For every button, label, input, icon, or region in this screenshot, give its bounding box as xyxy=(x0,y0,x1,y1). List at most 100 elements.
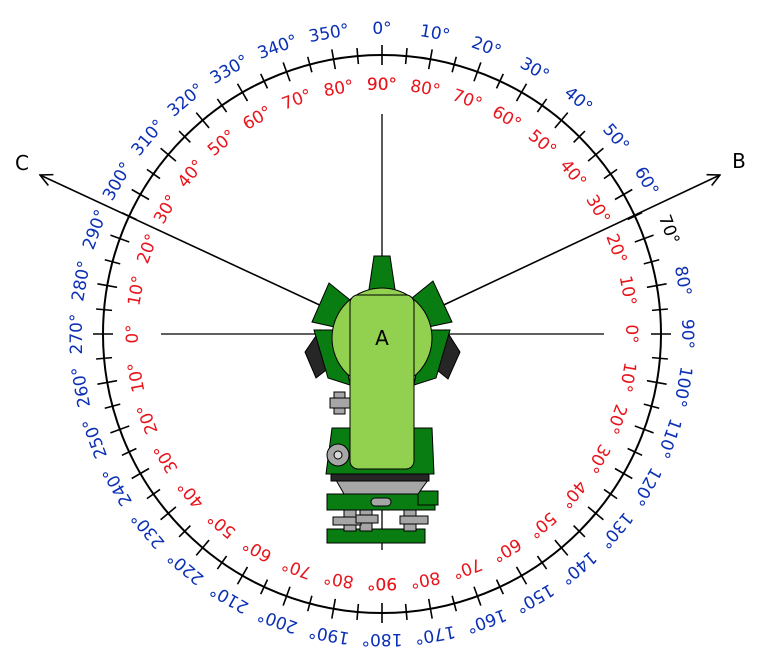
circle-tick xyxy=(121,447,137,457)
horizontal-angle-label: 200° xyxy=(255,604,300,637)
vertical-angle-label-left: 70° xyxy=(279,85,314,114)
vertical-angle-label-left: 40° xyxy=(174,476,209,512)
circle-tick xyxy=(536,98,548,113)
vertical-angle-label-right: 80° xyxy=(409,567,442,592)
horizontal-angle-label: 270° xyxy=(67,314,87,355)
vertical-angle-label-right: 30° xyxy=(581,191,613,227)
circle-tick xyxy=(587,506,604,521)
vertical-angle-label-right: 20° xyxy=(601,231,630,266)
horizontal-angle-label: 100° xyxy=(669,365,696,409)
circle-tick xyxy=(97,283,118,289)
circle-tick xyxy=(573,525,586,538)
horizontal-angle-label: 90° xyxy=(677,319,697,349)
horizontal-angle-label: 60° xyxy=(630,163,662,199)
circle-tick xyxy=(515,566,528,585)
vertical-angle-label-right: 70° xyxy=(450,553,485,582)
vertical-angle-label-right: 40° xyxy=(555,156,590,192)
vertical-angle-label-left: 30° xyxy=(150,440,182,476)
vertical-angle-label-left: 0° xyxy=(123,324,143,343)
circle-tick xyxy=(627,447,643,457)
theodolite-instrument xyxy=(304,255,461,544)
circle-tick xyxy=(236,83,249,102)
horizontal-angle-label: 130° xyxy=(595,508,637,552)
circle-tick xyxy=(306,56,313,73)
horizontal-angle-label: 50° xyxy=(598,120,633,156)
vertical-angle-label-right: 30° xyxy=(581,440,613,476)
circle-tick xyxy=(216,555,228,570)
circle-tick xyxy=(97,379,118,385)
vertical-clamp-bar xyxy=(329,397,353,409)
vertical-angle-label-left: 80° xyxy=(322,76,355,101)
horizontal-angle-label: 230° xyxy=(128,508,170,552)
circle-tick xyxy=(427,598,433,619)
horizontal-angle-label: 30° xyxy=(516,54,552,86)
vertical-angle-label-left: 60° xyxy=(239,533,275,565)
horizontal-angle-label: 310° xyxy=(128,116,170,160)
vertical-angle-label-left: 60° xyxy=(239,102,275,134)
horizontal-angle-label: 260° xyxy=(68,365,95,409)
circle-tick xyxy=(104,258,121,265)
vertical-angle-label-left: 10° xyxy=(124,274,149,307)
circle-ticks xyxy=(93,45,671,623)
vertical-angle-label-left: 10° xyxy=(124,361,149,394)
horizontal-angle-label: 170° xyxy=(413,621,457,648)
circle-tick xyxy=(236,566,249,585)
circle-tick xyxy=(404,48,408,65)
circle-tick xyxy=(603,488,618,500)
vertical-angle-label-left: 20° xyxy=(133,402,162,437)
circle-tick xyxy=(160,147,177,162)
circle-tick xyxy=(282,586,291,606)
vertical-angle-label-left: 70° xyxy=(279,553,314,582)
vertical-angle-label-right: 10° xyxy=(615,274,640,307)
tribrach-clamp xyxy=(417,490,439,506)
circle-tick xyxy=(356,48,360,65)
vertical-angle-label-left: 40° xyxy=(174,156,209,192)
circle-tick xyxy=(495,73,505,89)
horizontal-angle-label: 70° xyxy=(654,212,683,247)
circle-tick xyxy=(146,488,161,500)
horizontal-angle-label: 120° xyxy=(627,464,665,509)
circle-tick xyxy=(614,467,633,480)
base-plate xyxy=(326,528,426,544)
lower-plate xyxy=(330,473,430,482)
circle-tick xyxy=(554,539,569,556)
circle-tick xyxy=(356,603,360,620)
circle-tick xyxy=(427,49,433,70)
circle-tick xyxy=(259,73,269,89)
circle-tick xyxy=(259,579,269,595)
vertical-angle-label-right: 60° xyxy=(488,102,524,134)
circle-tick xyxy=(651,308,668,312)
horizontal-angle-label: 150° xyxy=(512,579,557,617)
circle-tick xyxy=(473,62,482,82)
circle-tick xyxy=(646,379,667,385)
vertical-angle-label-left: 80° xyxy=(322,567,355,592)
circular-bubble xyxy=(370,497,392,507)
horizontal-angle-label: 340° xyxy=(255,31,300,64)
vertical-angle-label-right: 70° xyxy=(450,85,485,114)
circle-tick xyxy=(331,598,337,619)
circle-tick xyxy=(643,258,660,265)
screw-head-right xyxy=(399,515,429,525)
horizontal-angle-label: 330° xyxy=(207,51,252,89)
telescope-body xyxy=(349,294,415,470)
vertical-angle-label-right: 40° xyxy=(555,476,590,512)
vertical-angle-label-right: 50° xyxy=(524,126,560,161)
circle-tick xyxy=(195,112,210,129)
vertical-angle-label-right: 10° xyxy=(615,361,640,394)
circle-tick xyxy=(131,467,150,480)
horizontal-angle-label: 160° xyxy=(464,604,509,637)
circle-tick xyxy=(651,356,668,360)
circle-tick xyxy=(634,234,654,243)
vertical-angle-label-left: 90° xyxy=(367,573,397,593)
circle-tick xyxy=(554,112,569,129)
circle-tick xyxy=(178,525,191,538)
circle-tick xyxy=(131,188,150,201)
circle-tick xyxy=(627,211,643,221)
vertical-angle-label-right: 0° xyxy=(621,324,641,343)
circle-tick xyxy=(515,83,528,102)
point-a-label: A xyxy=(375,326,389,350)
circle-tick xyxy=(104,403,121,410)
horizontal-angle-label: 140° xyxy=(556,547,600,589)
circle-tick xyxy=(404,603,408,620)
